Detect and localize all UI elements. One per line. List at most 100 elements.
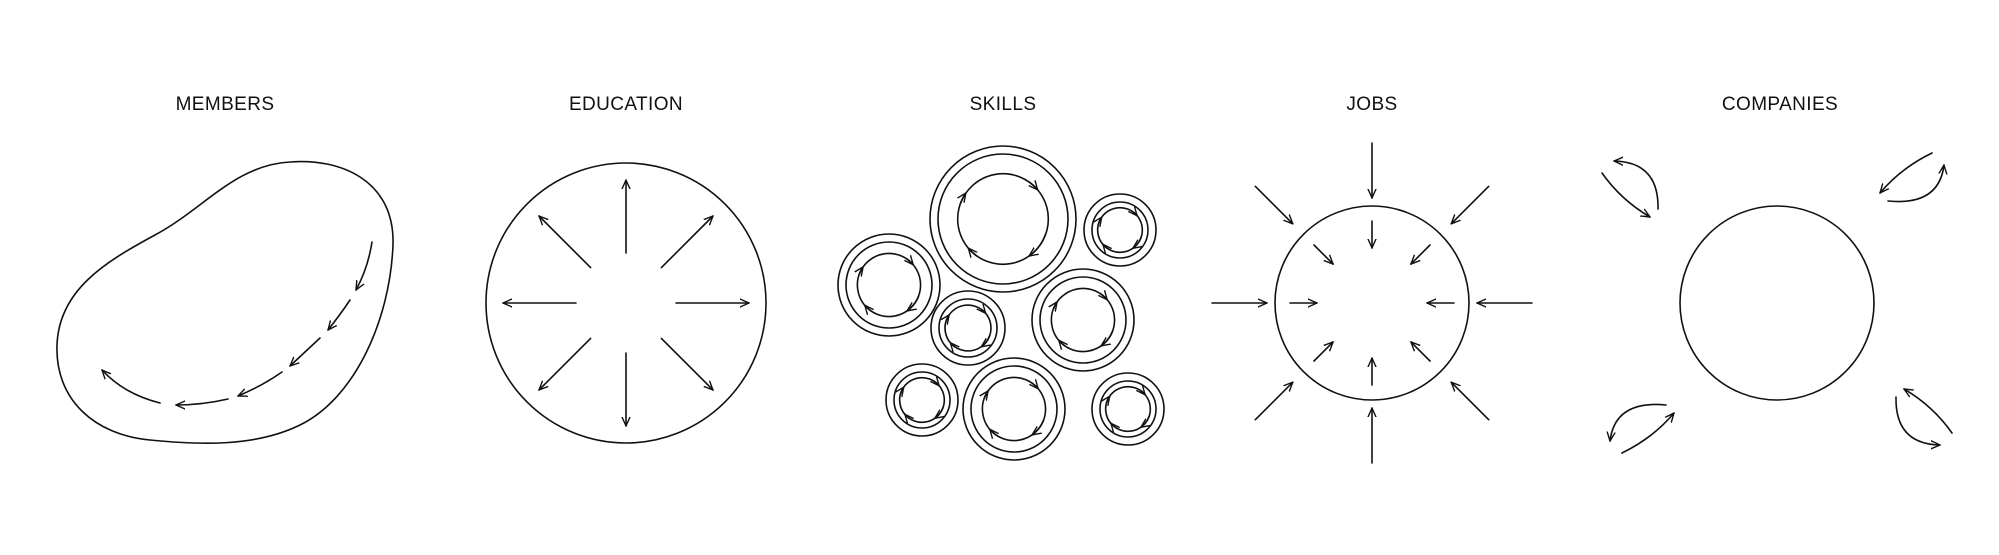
education-radiating-arrow <box>660 337 714 391</box>
skills-inner-ring <box>970 365 1058 453</box>
members-arrow-group <box>101 241 373 405</box>
companies-outgoing-arrow <box>1895 396 1941 445</box>
members-curved-arrow <box>289 337 321 367</box>
jobs-outer-converging-arrow <box>1450 185 1490 225</box>
companies-outgoing-arrow <box>1610 403 1667 442</box>
skills-cycle-arrow <box>900 386 910 420</box>
skills-cycle-circle <box>1031 268 1135 372</box>
skills-inner-ring <box>845 241 933 329</box>
skills-cycle-circle <box>962 357 1066 461</box>
companies-arrow-group <box>1601 152 1953 454</box>
skills-cycle-arrow <box>949 335 991 351</box>
jobs-outer-converging-arrow <box>1254 381 1294 421</box>
skills-cycle-arrow <box>983 376 1039 399</box>
skills-cycle-arrow <box>1058 330 1114 353</box>
skills-outer-ring <box>929 145 1077 293</box>
skills-cycle-circle <box>837 233 941 337</box>
skills-outer-ring <box>885 363 959 437</box>
companies-outgoing-arrow <box>1613 161 1659 210</box>
panel-skills: SKILLS <box>837 94 1165 461</box>
panel-members: MEMBERS <box>56 94 394 445</box>
skills-cycle-arrow <box>1106 395 1116 429</box>
skills-outer-ring <box>930 290 1006 366</box>
skills-cycle-arrow <box>945 314 956 348</box>
skills-outer-ring <box>837 233 941 337</box>
companies-incoming-arrow <box>1621 412 1675 454</box>
education-arrow-group <box>502 179 750 427</box>
panel-education: EDUCATION <box>485 94 767 444</box>
jobs-outer-converging-arrow <box>1450 381 1490 421</box>
skills-cycle-arrow <box>945 305 987 321</box>
companies-center-circle <box>1679 205 1875 401</box>
panel-jobs: JOBS <box>1211 94 1533 464</box>
skills-outer-ring <box>1031 268 1135 372</box>
circle-exchange-arrows-icon <box>1601 152 1953 454</box>
skills-outer-ring <box>1083 193 1157 267</box>
jobs-inner-converging-arrow <box>1410 244 1431 265</box>
panel-title-members: MEMBERS <box>176 94 275 115</box>
education-radiating-arrow <box>538 337 592 391</box>
skills-cycle-arrow <box>958 192 978 257</box>
panel-title-jobs: JOBS <box>1346 94 1397 115</box>
blob-with-curved-arrows-icon <box>56 160 394 445</box>
panel-companies: COMPANIES <box>1601 94 1953 454</box>
skills-cycle-circle <box>1091 372 1165 446</box>
skills-inner-ring <box>938 298 998 358</box>
skills-cycle-arrow <box>1102 236 1142 253</box>
skills-cycle-arrow <box>967 233 1047 266</box>
jobs-outer-converging-arrow <box>1254 185 1294 225</box>
skills-cycle-arrow <box>1031 382 1047 436</box>
skills-inner-ring <box>893 371 951 429</box>
companies-incoming-arrow <box>1601 172 1651 218</box>
skills-cycle-arrow <box>1098 216 1108 250</box>
education-radiating-arrow <box>660 215 714 269</box>
skills-outer-ring <box>962 357 1066 461</box>
members-curved-arrow <box>327 299 351 331</box>
skills-cycle-arrow <box>959 172 1039 205</box>
skills-inner-ring <box>1091 201 1149 259</box>
jobs-inner-converging-arrow <box>1313 244 1334 265</box>
panel-title-education: EDUCATION <box>569 94 683 115</box>
skills-inner-ring <box>937 153 1069 285</box>
skills-cycle-arrow <box>857 266 872 312</box>
companies-incoming-arrow <box>1903 388 1953 434</box>
education-outer-circle <box>485 162 767 444</box>
members-curved-arrow <box>237 371 283 396</box>
skills-cycle-circle <box>930 290 1006 366</box>
jobs-inner-converging-arrow <box>1313 341 1334 362</box>
cycle-circles-cluster-icon <box>837 145 1165 461</box>
skills-cycle-circle <box>1083 193 1157 267</box>
jobs-inner-converging-arrow <box>1410 341 1431 362</box>
jobs-arrow-group <box>1211 142 1533 464</box>
skills-outer-ring <box>1091 372 1165 446</box>
skills-cycle-arrow <box>989 419 1045 442</box>
members-blob-shape <box>56 160 394 445</box>
skills-cycle-arrow <box>900 378 940 394</box>
skills-cycle-circle <box>885 363 959 437</box>
companies-incoming-arrow <box>1879 152 1933 194</box>
jobs-center-circle <box>1274 205 1470 401</box>
members-curved-arrow <box>175 398 229 405</box>
skills-cycle-arrow <box>906 258 922 312</box>
skills-cycle-arrow <box>858 252 914 275</box>
panel-title-companies: COMPANIES <box>1722 94 1838 115</box>
skills-cycle-arrow <box>1098 208 1138 224</box>
members-curved-arrow <box>101 369 161 404</box>
circle-radiating-arrows-icon <box>485 162 767 444</box>
skills-cycle-arrow <box>904 406 944 423</box>
skills-cycle-arrow <box>864 295 920 318</box>
skills-cycle-arrow <box>1106 387 1146 403</box>
skills-cycle-circle <box>929 145 1077 293</box>
panel-title-skills: SKILLS <box>970 94 1037 115</box>
members-curved-arrow <box>355 241 373 291</box>
skills-inner-ring <box>1099 380 1157 438</box>
education-radiating-arrow <box>538 215 592 269</box>
skills-cycle-arrow <box>982 390 997 436</box>
skills-inner-ring <box>1039 276 1127 364</box>
skills-cycle-arrow <box>1028 181 1050 257</box>
skills-cycle-arrow <box>1051 301 1066 347</box>
companies-outgoing-arrow <box>1887 164 1944 203</box>
skills-cycle-arrow <box>1100 293 1116 347</box>
circle-converging-arrows-icon <box>1211 142 1533 464</box>
